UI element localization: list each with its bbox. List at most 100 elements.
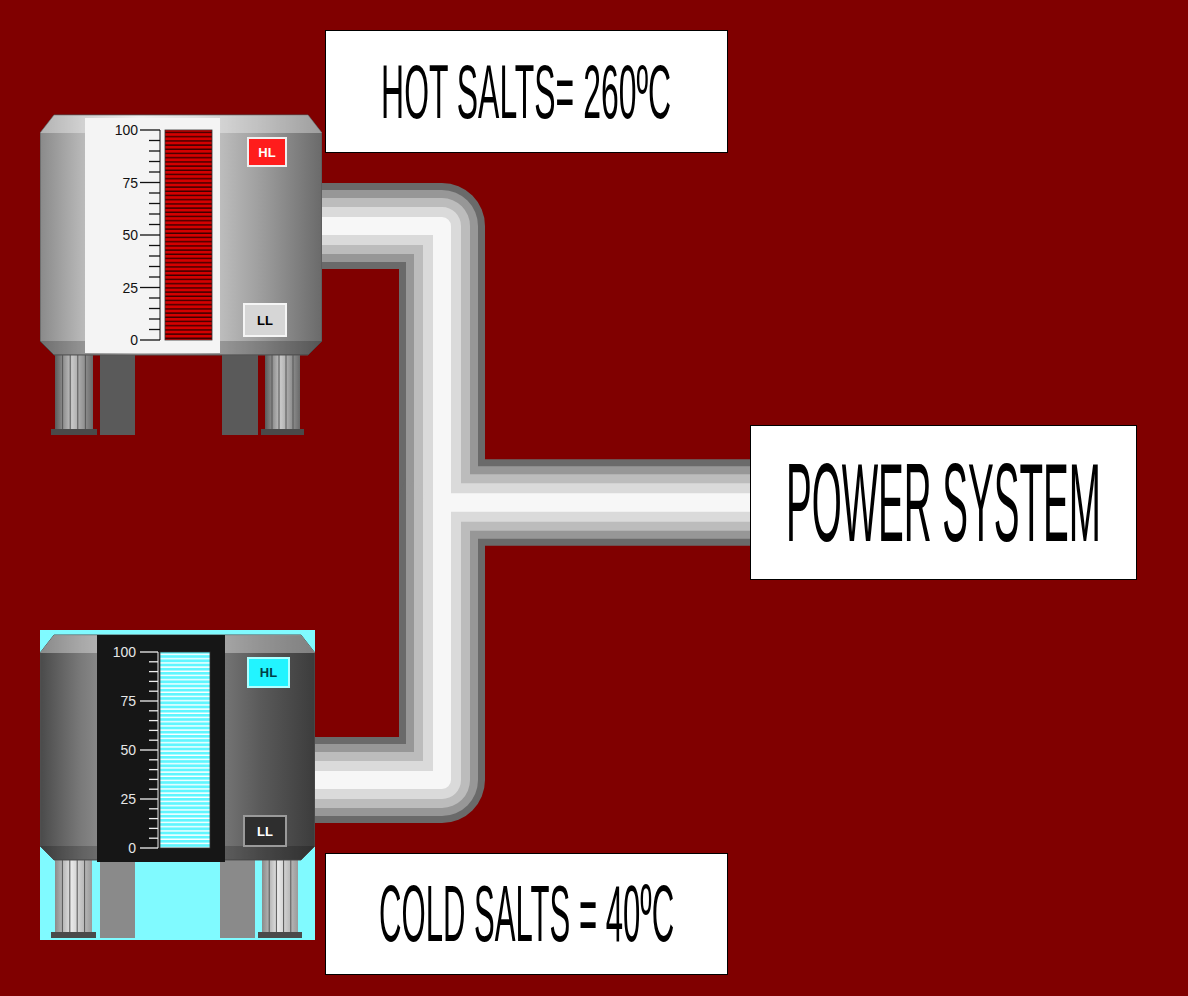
salt-pipe: [312, 226, 752, 503]
scale-tick: [140, 339, 160, 340]
salt-pipe: [305, 503, 752, 781]
tank-body: [40, 635, 315, 860]
scale-axis: [158, 652, 159, 848]
scale-tick: [149, 255, 160, 256]
scale-tick: [149, 150, 160, 151]
scale-tick: [149, 213, 160, 214]
label-box: HOT SALTS= 260ºC: [325, 30, 728, 153]
scale-number: 0: [128, 840, 136, 856]
scale-tick: [149, 779, 158, 780]
scale-tick: [149, 740, 158, 741]
scale-tick: [140, 129, 160, 130]
tank-leg: [55, 854, 92, 938]
scale-number: 100: [113, 644, 136, 660]
scale-tick: [149, 661, 158, 662]
scale-number: 25: [122, 280, 138, 296]
level-indicator: LL: [243, 815, 287, 847]
tank-leg: [220, 854, 255, 938]
scale-number: 50: [122, 227, 138, 243]
tank-leg: [100, 854, 135, 938]
salt-pipe: [305, 503, 752, 781]
leg-rib: [69, 860, 70, 932]
leg-foot: [261, 429, 304, 435]
scale-tick: [149, 308, 160, 309]
scale-tick: [149, 720, 158, 721]
scale-tick: [149, 671, 158, 672]
box-label: HOT SALTS= 260ºC: [381, 54, 671, 130]
pipe-shading: [305, 226, 752, 780]
leg-rib: [77, 355, 78, 429]
tank-leg: [222, 349, 258, 435]
salt-pipe: [312, 226, 752, 503]
scale-number: 50: [120, 742, 136, 758]
level-indicator: LL: [243, 303, 287, 337]
label-box: POWER SYSTEM: [750, 425, 1137, 580]
scale-tick: [140, 700, 158, 701]
scale-tick: [140, 182, 160, 183]
indicator-label: HL: [258, 145, 275, 160]
leg-rib: [84, 860, 85, 932]
scale-tick: [149, 710, 158, 711]
scale-tick: [140, 287, 160, 288]
label-box: COLD SALTS = 40ºC: [325, 853, 728, 975]
leg-rib: [62, 355, 63, 429]
scale-tick: [140, 749, 158, 750]
storage-tank: 1007550250HLLL: [40, 108, 322, 437]
leg-rib: [290, 860, 291, 932]
scale-tick: [149, 297, 160, 298]
scale-tick: [149, 828, 158, 829]
box-label: POWER SYSTEM: [786, 447, 1101, 559]
leg-rib: [283, 860, 284, 932]
pipe-shading: [305, 226, 752, 780]
leg-rib: [272, 355, 273, 429]
scale-tick: [149, 140, 160, 141]
scale-tick: [149, 171, 160, 172]
leg-rib: [85, 355, 86, 429]
leg-rib: [77, 860, 78, 932]
scale-number: 75: [120, 693, 136, 709]
box-label: COLD SALTS = 40ºC: [379, 874, 674, 954]
tank-leg: [265, 349, 300, 435]
scale-tick: [149, 759, 158, 760]
tank-leg: [100, 349, 135, 435]
gauge-panel: [97, 635, 225, 862]
leg-rib: [279, 355, 280, 429]
scale-tick: [149, 681, 158, 682]
level-indicator: HL: [247, 657, 290, 688]
scale-tick: [149, 245, 160, 246]
tank-backdrop: [40, 630, 315, 940]
scale-tick: [149, 789, 158, 790]
scale-tick: [149, 769, 158, 770]
salt-pipe: [305, 503, 752, 781]
scale-number: 0: [130, 332, 138, 348]
pipe-shading: [305, 226, 752, 780]
storage-tank: 100 75 50 25 0 HL LL: [40, 630, 315, 940]
scale-tick: [149, 203, 160, 204]
scale-number: 100: [115, 122, 138, 138]
leg-rib: [62, 860, 63, 932]
scale-tick: [149, 192, 160, 193]
scale-tick: [149, 838, 158, 839]
scale-tick: [149, 266, 160, 267]
salt-pipe: [312, 226, 752, 503]
scale-tick: [140, 234, 160, 235]
scale-tick: [149, 329, 160, 330]
scale-tick: [140, 798, 158, 799]
level-bar: [160, 652, 210, 848]
leg-rib: [276, 860, 277, 932]
level-indicator: HL: [247, 137, 287, 167]
scale-tick: [149, 730, 158, 731]
gauge-panel: [85, 118, 220, 353]
scale-tick: [140, 651, 158, 652]
scale-tick: [149, 818, 158, 819]
scale-tick: [149, 318, 160, 319]
scale-number: 25: [120, 791, 136, 807]
salt-pipe: [305, 503, 752, 781]
leg-foot: [51, 932, 96, 938]
leg-rib: [286, 355, 287, 429]
scale-axis: [160, 130, 161, 340]
leg-rib: [293, 355, 294, 429]
leg-foot: [258, 932, 302, 938]
scale-tick: [149, 276, 160, 277]
scale-tick: [149, 224, 160, 225]
